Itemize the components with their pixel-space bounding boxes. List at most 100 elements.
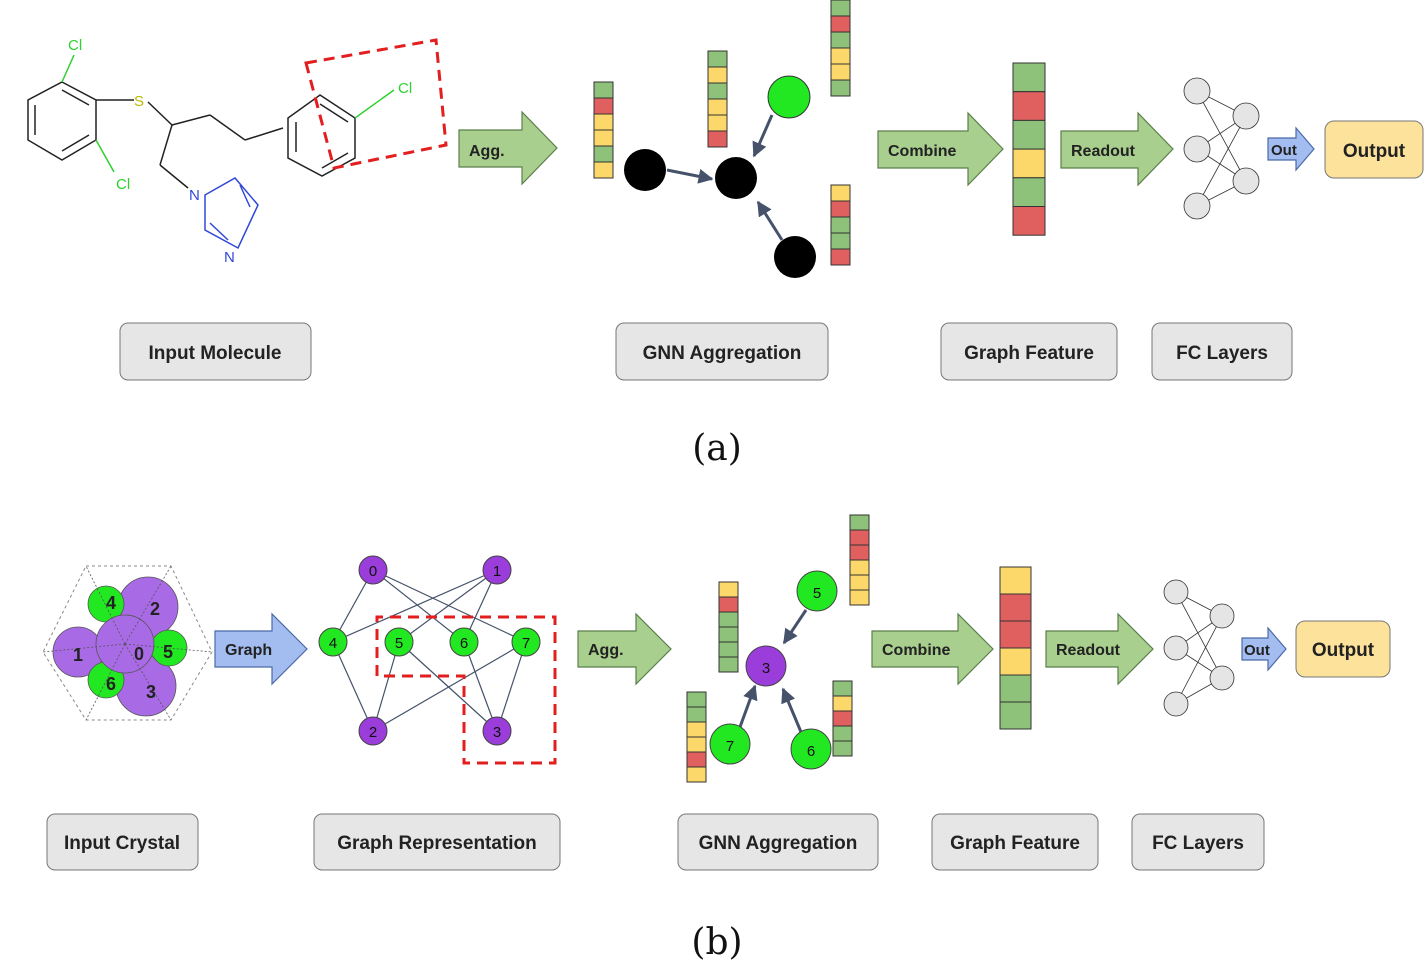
feature-vector-cell [849, 574, 870, 591]
input-neuron [1163, 691, 1189, 717]
highlight-dashed-box [304, 38, 448, 170]
graph-node-label-4: 4 [329, 635, 337, 652]
feature-vector-cell [832, 680, 853, 697]
crystal-number-5: 5 [163, 642, 173, 662]
feature-vector-cell [707, 66, 728, 84]
neighbor-node [796, 570, 838, 612]
input-neuron [1183, 77, 1211, 105]
graph-node [358, 716, 388, 746]
feature-vector-cell [686, 751, 707, 768]
crystal-number-0: 0 [134, 644, 144, 664]
feature-vector-cell [830, 15, 851, 33]
feature-vector-cell [718, 641, 739, 658]
fc-layers-label-box [1151, 322, 1293, 381]
graph-feature-vector [1012, 62, 1046, 236]
graph-feature-b-cell [999, 620, 1032, 649]
input-neuron [1163, 579, 1189, 605]
out-arrow: Out [1267, 126, 1315, 172]
atom-sulfur: S [134, 93, 144, 110]
center-node [745, 645, 787, 687]
neighbor-node [624, 149, 666, 191]
feature-vector-cell [849, 559, 870, 576]
neighbor-node-green [767, 75, 811, 119]
highlight-dashed-box [375, 615, 557, 765]
graph-representation: 0 1 2 3 4 5 6 7 [318, 555, 557, 765]
feature-vectors-a [593, 0, 851, 266]
graph-node-label-3: 3 [493, 724, 501, 741]
gnn-aggregation-b-label-box [677, 813, 879, 871]
graph-node-label-6: 6 [460, 635, 468, 652]
graph-feature-b-cell [999, 701, 1032, 730]
feature-vector-cell [832, 710, 853, 727]
hidden-neuron [1209, 603, 1235, 629]
output-box-b [1295, 620, 1391, 678]
feature-vector-cell [830, 248, 851, 266]
output-box [1324, 120, 1424, 179]
hidden-neuron [1232, 102, 1260, 130]
input-neuron [1183, 192, 1211, 220]
agg-arrow-b-label: Agg. [588, 642, 624, 659]
fc-layers-label: FC Layers [1176, 343, 1268, 364]
dichlorophenyl-ring [27, 81, 97, 161]
feature-vector-cell [686, 706, 707, 723]
graph-feature-cell [1012, 91, 1046, 121]
input-neuron [1183, 135, 1211, 163]
combine-arrow-b-label: Combine [882, 642, 951, 659]
neighbor-node-label-7: 7 [726, 738, 734, 755]
ring-bond [321, 152, 349, 169]
graph-arrow-label: Graph [225, 642, 272, 659]
out-arrow-b-label: Out [1244, 642, 1270, 659]
feature-vector-cell [830, 0, 851, 17]
graph-feature-label: Graph Feature [964, 343, 1094, 364]
graph-node [449, 627, 479, 657]
feature-vector-cell [707, 98, 728, 116]
feature-vector-cell [593, 81, 614, 99]
s-bond [147, 101, 173, 126]
neighbor-node-label-6: 6 [807, 743, 815, 760]
feature-vector-cell [832, 740, 853, 757]
output-label: Output [1343, 141, 1406, 162]
chain-bond [159, 124, 173, 166]
atom-cl-bottom: Cl [116, 176, 130, 193]
graph-node-label-2: 2 [369, 724, 377, 741]
edge-arrow [666, 168, 714, 184]
graph-node-label-5: 5 [395, 635, 403, 652]
feature-vector-cell [718, 581, 739, 598]
combine-arrow-label: Combine [888, 143, 957, 160]
caption-b: (b) [691, 922, 742, 963]
readout-arrow-b: Readout [1045, 612, 1154, 686]
feature-vector-cell [830, 184, 851, 202]
feature-vector-cell [686, 721, 707, 738]
crystal-number-6: 6 [106, 674, 116, 694]
gnn-aggregation-graph-b: 3 5 7 6 [709, 570, 838, 770]
graph-feature-b-label: Graph Feature [950, 833, 1080, 854]
chain-bond [171, 114, 211, 126]
feature-vector-cell [849, 589, 870, 606]
fc-layers-b-label: FC Layers [1152, 833, 1244, 854]
ring-bond [319, 103, 349, 123]
input-neuron [1163, 635, 1189, 661]
feature-vector-cell [686, 766, 707, 783]
center-node [715, 157, 757, 199]
graph-node [511, 627, 541, 657]
chain-bond [244, 127, 284, 141]
feature-vector-cell [830, 31, 851, 49]
graph-feature-vector-b [999, 566, 1032, 730]
graph-feature-b-cell [999, 593, 1032, 622]
agg-arrow: Agg. [458, 110, 558, 186]
feature-vector-cell [849, 529, 870, 546]
feature-vector-cell [832, 725, 853, 742]
atom-cl-top: Cl [68, 37, 82, 54]
neighbor-node [774, 236, 816, 278]
feature-vector-cell [718, 656, 739, 673]
chain-bond [159, 164, 189, 189]
fc-layers-b-label-box [1131, 813, 1265, 871]
graph-node-label-1: 1 [493, 563, 501, 580]
graph-representation-label: Graph Representation [337, 833, 537, 854]
cl-bond [61, 54, 75, 83]
graph-node [384, 627, 414, 657]
graph-node [482, 716, 512, 746]
chain-bond [209, 114, 246, 141]
feature-vector-cell [593, 161, 614, 179]
